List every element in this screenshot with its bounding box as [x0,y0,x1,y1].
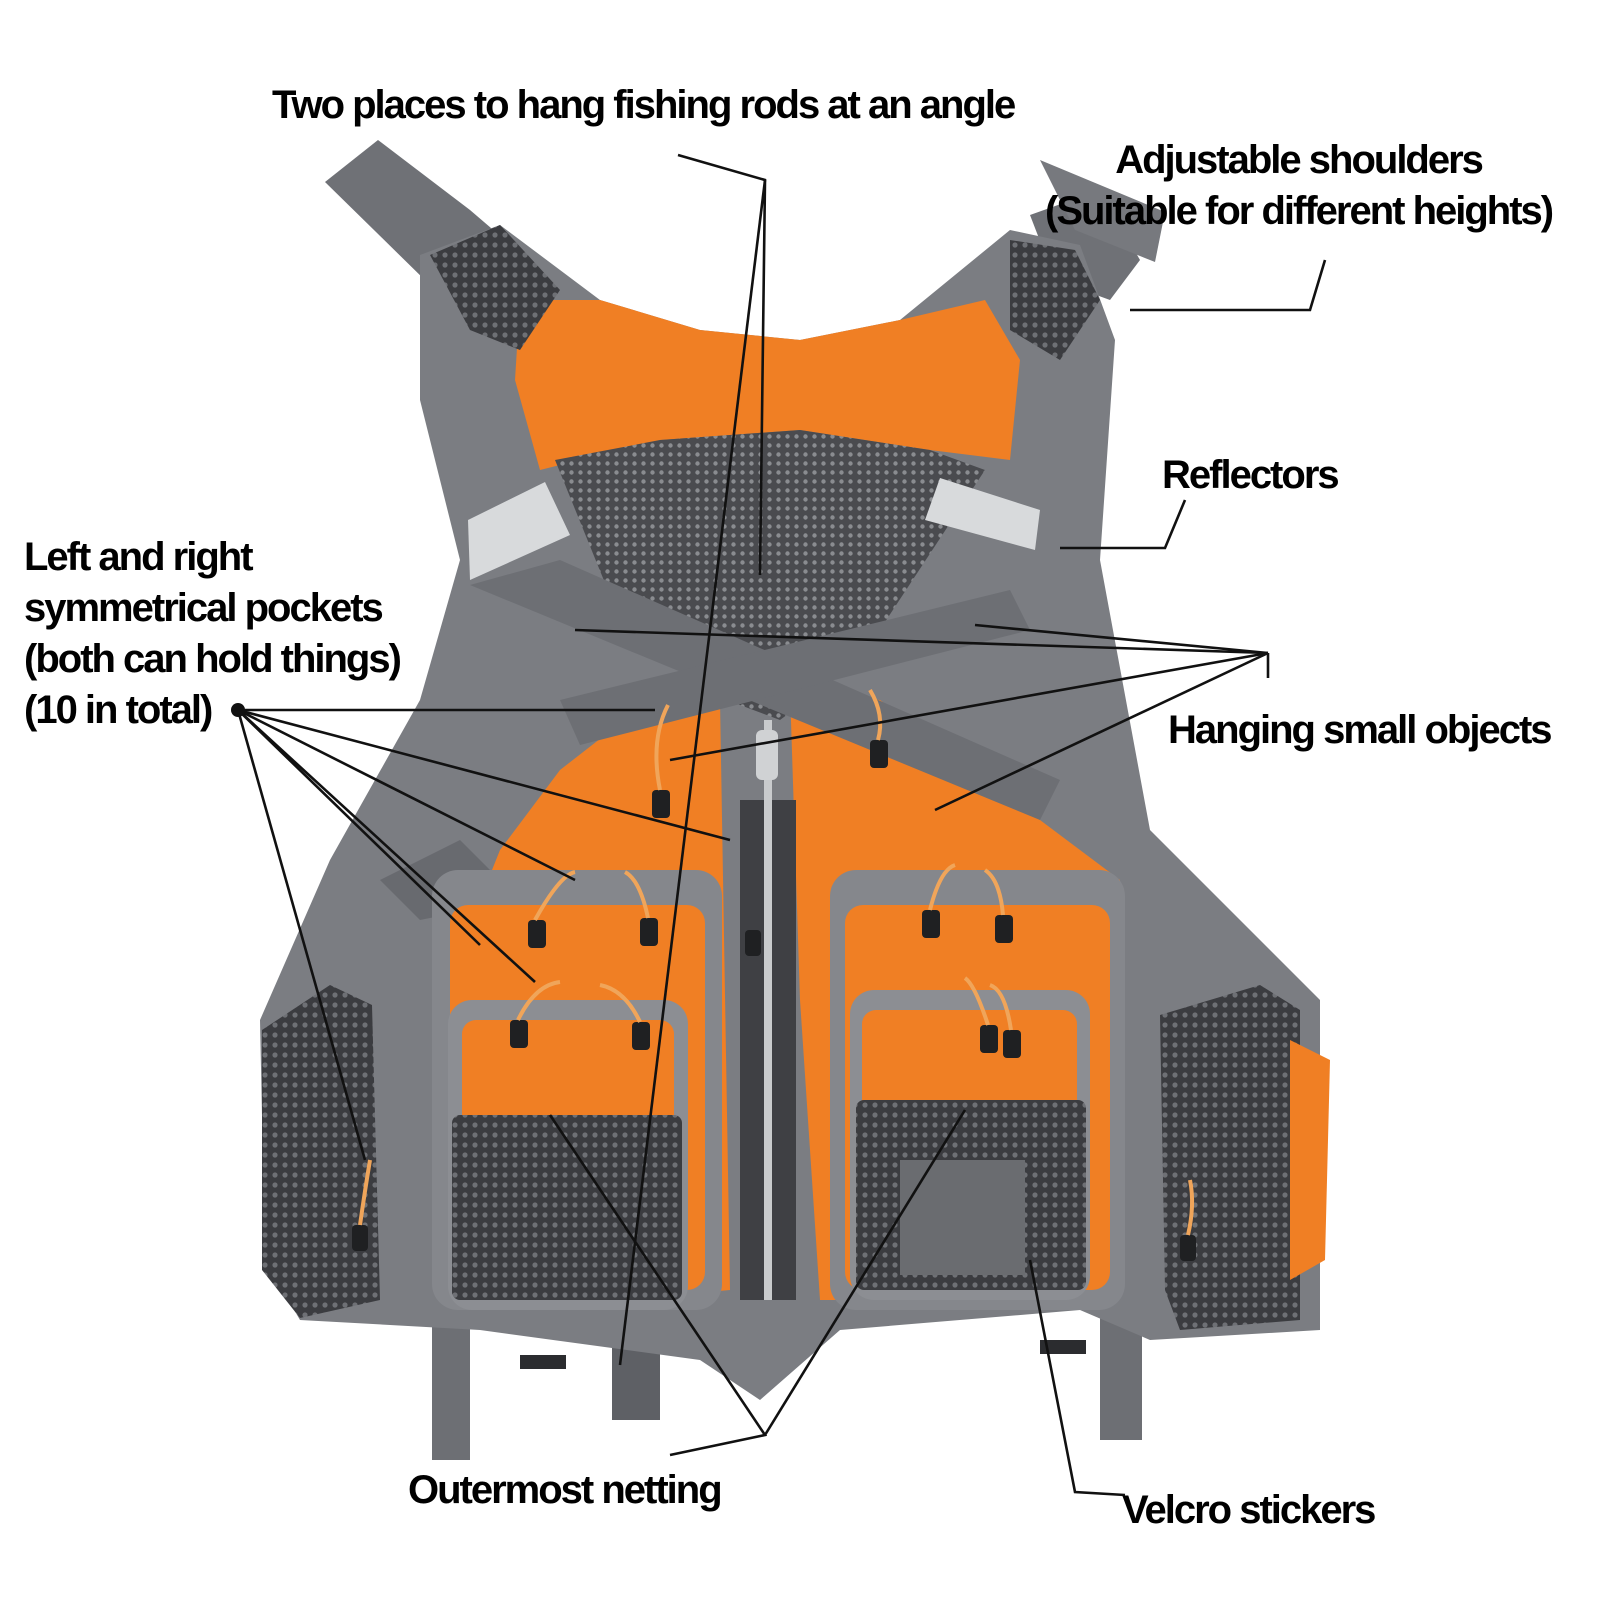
label-rods: Two places to hang fishing rods at an an… [272,83,1016,127]
label-netting: Outermost netting [408,1468,723,1512]
label-pockets-line-1: Left and right [24,535,254,579]
label-velcro: Velcro stickers [1122,1488,1376,1532]
pockets-leader-dot [231,703,245,717]
front-pockets [432,870,1125,1310]
leader-lines [236,153,1327,1497]
label-shoulders-line-1: Adjustable shoulders [1115,138,1484,182]
label-pockets: Left and right symmetrical pockets (both… [24,532,402,736]
label-pockets-line-3: (both can hold things) [24,637,402,681]
label-hanging: Hanging small objects [1168,708,1553,752]
label-pockets-line-4: (10 in total) [24,688,213,732]
zipper-pulls [352,688,1196,1261]
side-mesh-pockets [262,985,1330,1330]
vest-body [260,225,1320,1400]
label-reflectors: Reflectors [1162,453,1340,497]
label-pockets-line-2: symmetrical pockets [24,586,384,630]
label-shoulders: Adjustable shoulders (Suitable for diffe… [1045,135,1554,237]
label-shoulders-line-2: (Suitable for different heights) [1045,189,1554,233]
